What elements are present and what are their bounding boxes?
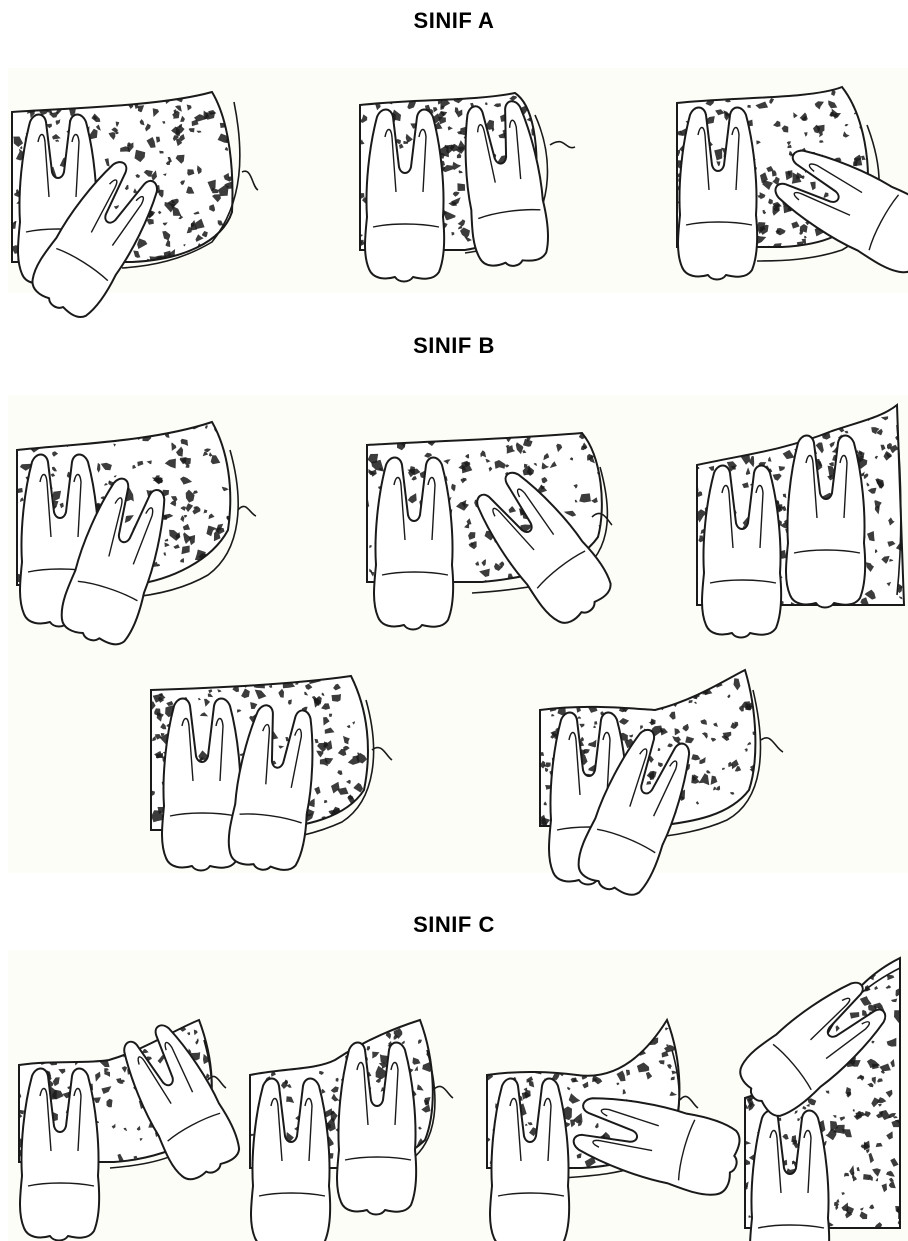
dental-diagram	[355, 85, 585, 270]
illustration-b5	[535, 670, 770, 865]
dental-diagram	[672, 85, 902, 270]
illustration-b4	[146, 670, 381, 865]
illustration-c2	[245, 1020, 460, 1225]
dental-diagram	[740, 958, 905, 1238]
dental-diagram	[14, 1020, 229, 1225]
illustration-b2	[362, 427, 612, 612]
illustration-b1	[12, 420, 247, 615]
dental-diagram	[362, 427, 612, 612]
illustration-c4	[740, 958, 905, 1238]
section-title-b: SINIF B	[0, 333, 908, 359]
illustration-b3	[692, 405, 907, 620]
illustration-a2	[355, 85, 585, 270]
dental-diagram	[12, 420, 247, 615]
dental-diagram	[245, 1020, 460, 1225]
illustration-a1	[12, 92, 247, 277]
dental-diagram	[12, 92, 247, 277]
dental-diagram	[482, 1020, 717, 1225]
illustration-c1	[14, 1020, 229, 1225]
illustration-c3	[482, 1020, 717, 1225]
illustration-a3	[672, 85, 902, 270]
section-title-a: SINIF A	[0, 8, 908, 34]
dental-diagram	[146, 670, 381, 865]
section-title-c: SINIF C	[0, 912, 908, 938]
dental-diagram	[535, 670, 770, 865]
dental-diagram	[692, 405, 907, 620]
